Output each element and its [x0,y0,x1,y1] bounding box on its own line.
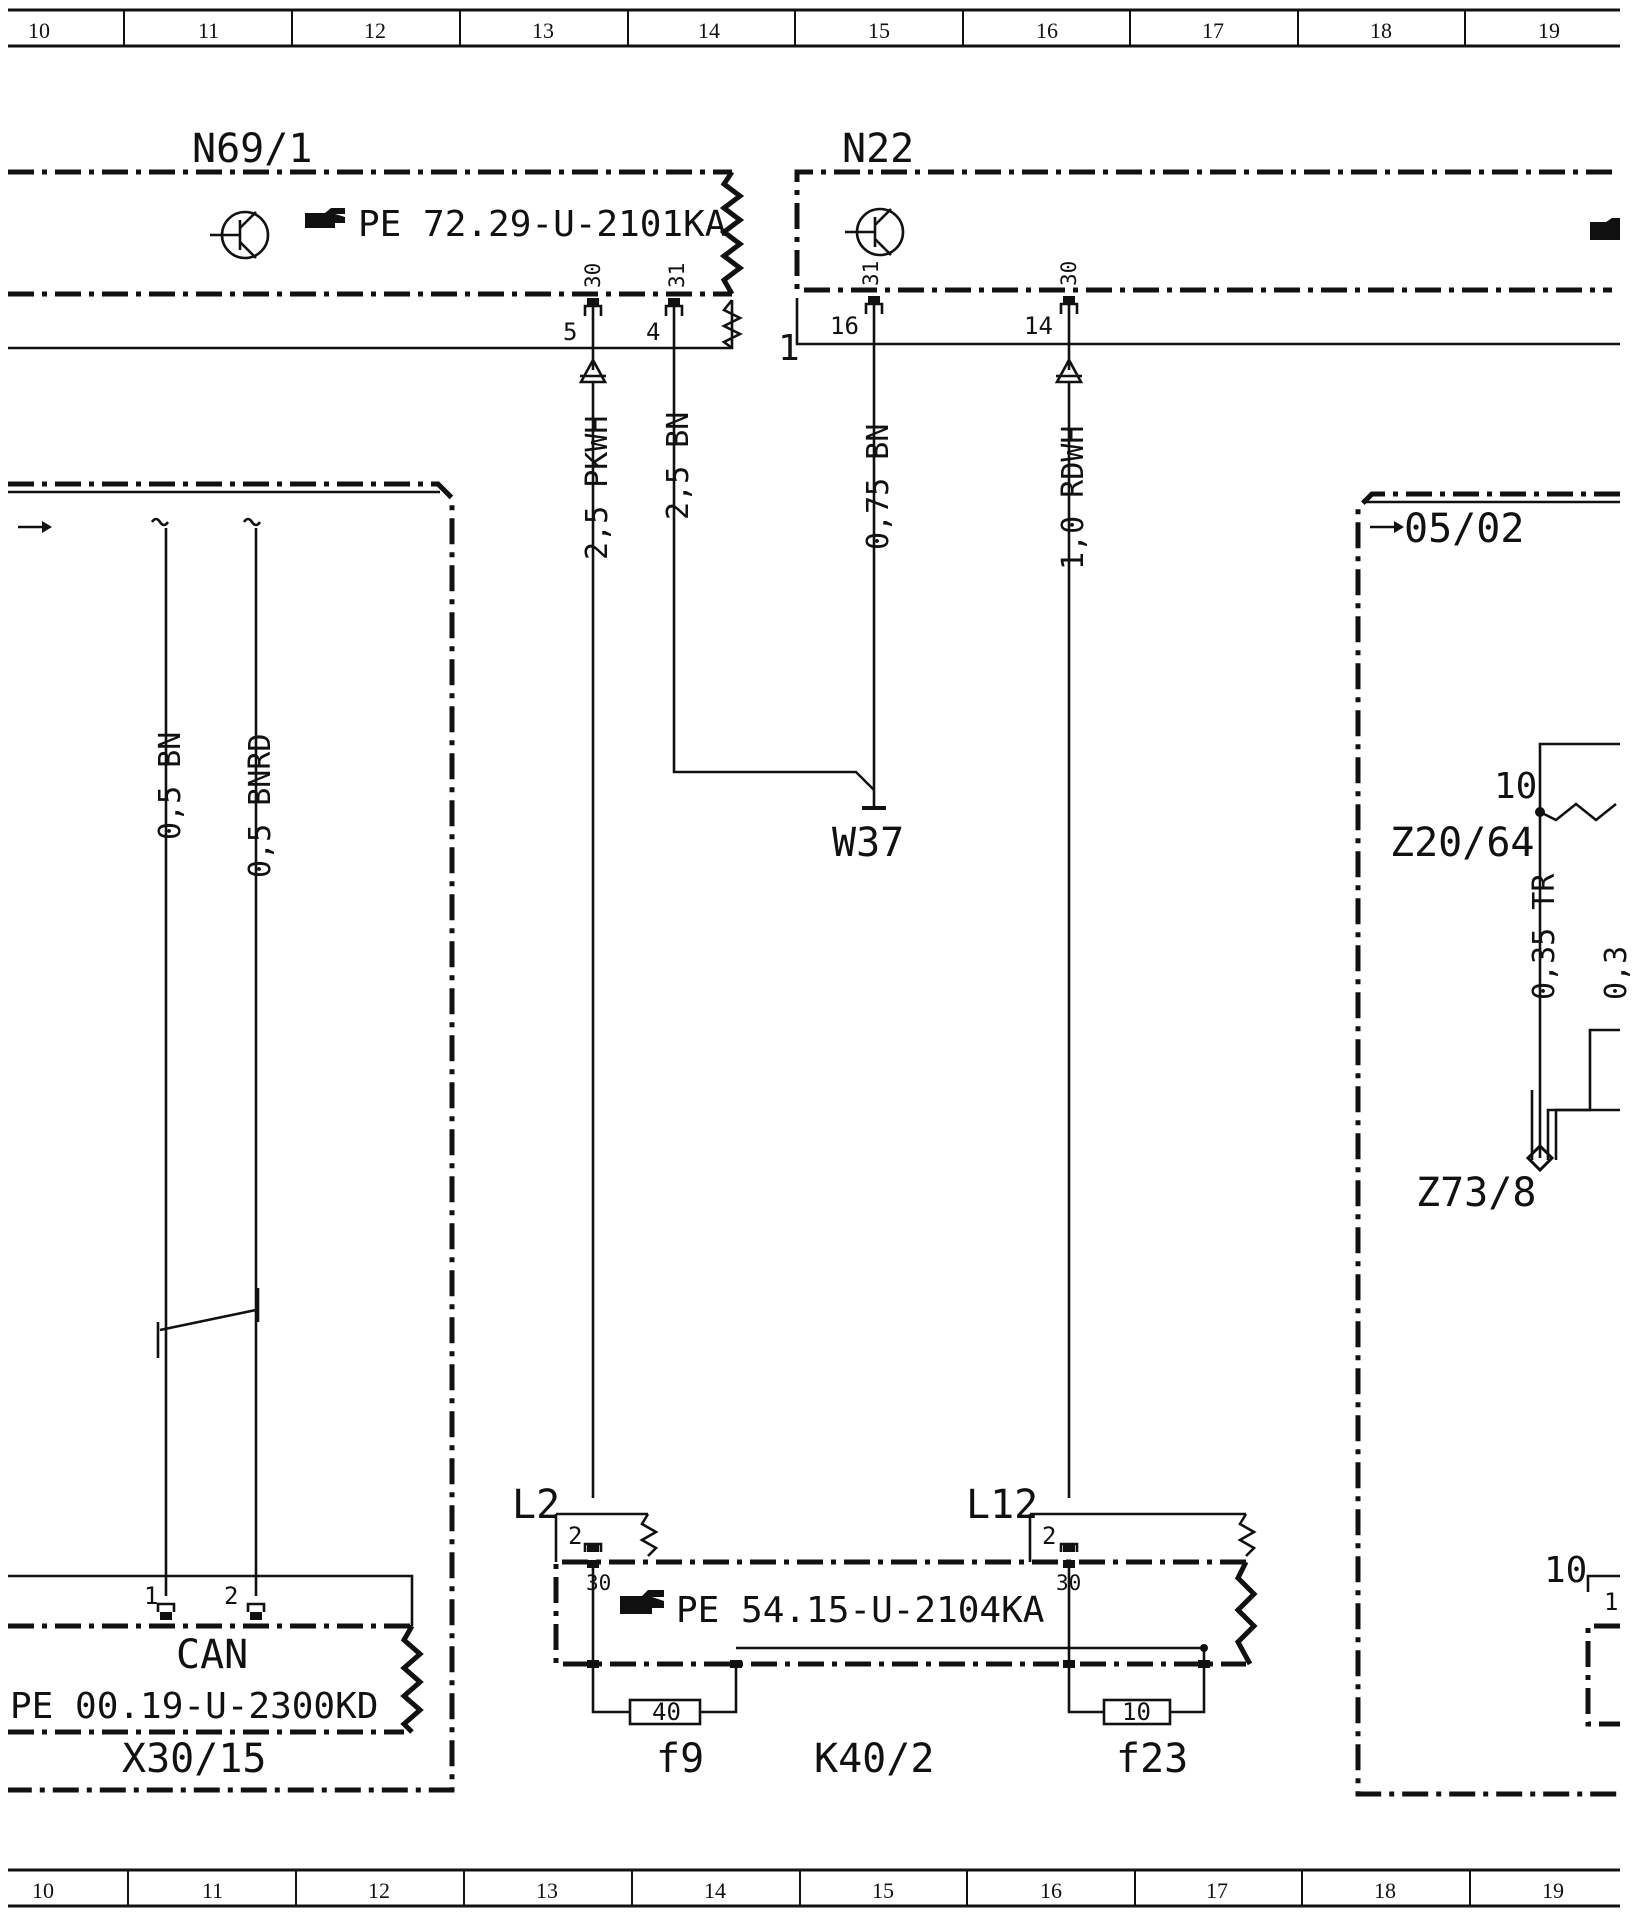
x30-15-pin-1: 1 [144,1582,158,1610]
l2-label: L2 [512,1482,560,1528]
module-x30-15: 0,5 BN 0,5 BNRD 1 2 CAN PE 00.19-U-2300K… [8,481,455,1793]
wire-rdwh: 1,0 RDWH [1054,357,1091,1498]
n69-1-terminal-30: 30 [581,263,605,288]
ruler-top-16: 16 [1036,18,1058,43]
wire-pkwh: 2,5 PKWH [578,357,615,1498]
l12-label: L12 [966,1482,1038,1528]
module-n69-1: N69/1 PE 72.29-U-2101KA 30 5 31 4 [8,126,745,382]
wire-bn-0-75: 0,75 BN W37 [832,382,904,866]
module-n22: N22 1 31 16 30 14 [778,126,1620,382]
pointing-hand-icon-3 [620,1590,664,1614]
x30-15-reference: PE 00.19-U-2300KD [10,1686,378,1727]
ruler-bottom-17: 17 [1206,1878,1228,1903]
wire-bn-2-5: 2,5 BN [661,382,875,791]
wire-label-bn-0-5: 0,5 BN [153,732,188,840]
fuse-f9 [628,1698,702,1726]
fuse-f23-label: f23 [1116,1736,1188,1782]
ruler-bottom-15: 15 [872,1878,894,1903]
k40-2-terminal-30a: 30 [586,1571,611,1595]
n69-1-pin-4: 4 [646,318,660,346]
n22-label: N22 [842,126,914,172]
ruler-bottom-19: 19 [1542,1878,1564,1903]
l2-pin-2: 2 [568,1522,582,1550]
ruler-top-18: 18 [1370,18,1392,43]
fuse-f9-rating: 40 [652,1698,681,1726]
wire-label-bn-0-75: 0,75 BN [861,424,896,550]
ruler-bottom-18: 18 [1374,1878,1396,1903]
n22-pin-16: 16 [830,312,859,340]
z20-64-pin-10: 10 [1494,766,1537,807]
pointing-hand-icon [305,208,345,228]
wire-label-bn-2-5: 2,5 BN [661,412,696,520]
top-ruler: 10 11 12 13 14 15 16 17 18 19 [8,8,1620,48]
arrow-right-icon-2 [1370,521,1404,533]
fuse-f23 [1102,1698,1172,1726]
n69-1-terminal-31: 31 [665,263,689,288]
n69-1-label: N69/1 [192,126,312,172]
z20-64-label: Z20/64 [1390,820,1535,866]
ruler-top-10: 10 [28,18,50,43]
n69-1-reference: PE 72.29-U-2101KA [358,204,727,245]
right-pin-1: 1 [1604,1588,1618,1616]
fuse-f9-label: f9 [656,1736,704,1782]
wire-label-pkwh: 2,5 PKWH [580,416,615,561]
module-k40-2: L2 2 L12 2 30 30 PE 54.15-U-2104KA [512,1482,1258,1782]
ruler-top-13: 13 [532,18,554,43]
k40-2-reference: PE 54.15-U-2104KA [676,1590,1045,1631]
ruler-top-11: 11 [198,18,219,43]
z73-8-label: Z73/8 [1416,1170,1536,1216]
x30-15-can-label: CAN [176,1632,248,1678]
wire-label-tr: 0,35 TR [1527,873,1562,1000]
n22-pin-1: 1 [778,328,800,369]
ruler-bottom-14: 14 [704,1878,726,1903]
right-pin-10: 10 [1544,1550,1587,1591]
ruler-bottom-10: 10 [32,1878,54,1903]
ruler-bottom-12: 12 [368,1878,390,1903]
x30-15-pin-2: 2 [224,1582,238,1610]
n22-terminal-31: 31 [859,261,883,286]
transistor-icon-2 [845,207,905,257]
ruler-top-17: 17 [1202,18,1224,43]
x30-15-label: X30/15 [122,1736,267,1782]
ruler-bottom-16: 16 [1040,1878,1062,1903]
ruler-top-12: 12 [364,18,386,43]
module-right: 05/02 10 Z20/64 0,35 TR 0,3 Z73/8 10 1 [1355,491,1634,1797]
n22-terminal-30: 30 [1057,261,1081,286]
arrow-reference-label: 05/02 [1404,506,1524,552]
ruler-bottom-13: 13 [536,1878,558,1903]
k40-2-label: K40/2 [814,1736,934,1782]
transistor-icon [210,210,270,260]
wire-label-bnrd: 0,5 BNRD [243,734,278,879]
ruler-bottom-11: 11 [202,1878,223,1903]
l12-pin-2: 2 [1042,1522,1056,1550]
n22-pin-14: 14 [1024,312,1053,340]
svg-text:0,3: 0,3 [1599,946,1634,1000]
wire-label-rdwh: 1,0 RDWH [1056,426,1091,571]
w37-ground-label: W37 [832,820,904,866]
ruler-top-15: 15 [868,18,890,43]
ruler-top-19: 19 [1538,18,1560,43]
arrow-right-icon [18,521,52,533]
bottom-ruler: 10 11 12 13 14 15 16 17 18 19 [8,1868,1620,1908]
pointing-hand-icon-2 [1590,218,1620,240]
n69-1-pin-5: 5 [563,318,577,346]
ruler-top-14: 14 [698,18,720,43]
fuse-f23-rating: 10 [1122,1698,1151,1726]
